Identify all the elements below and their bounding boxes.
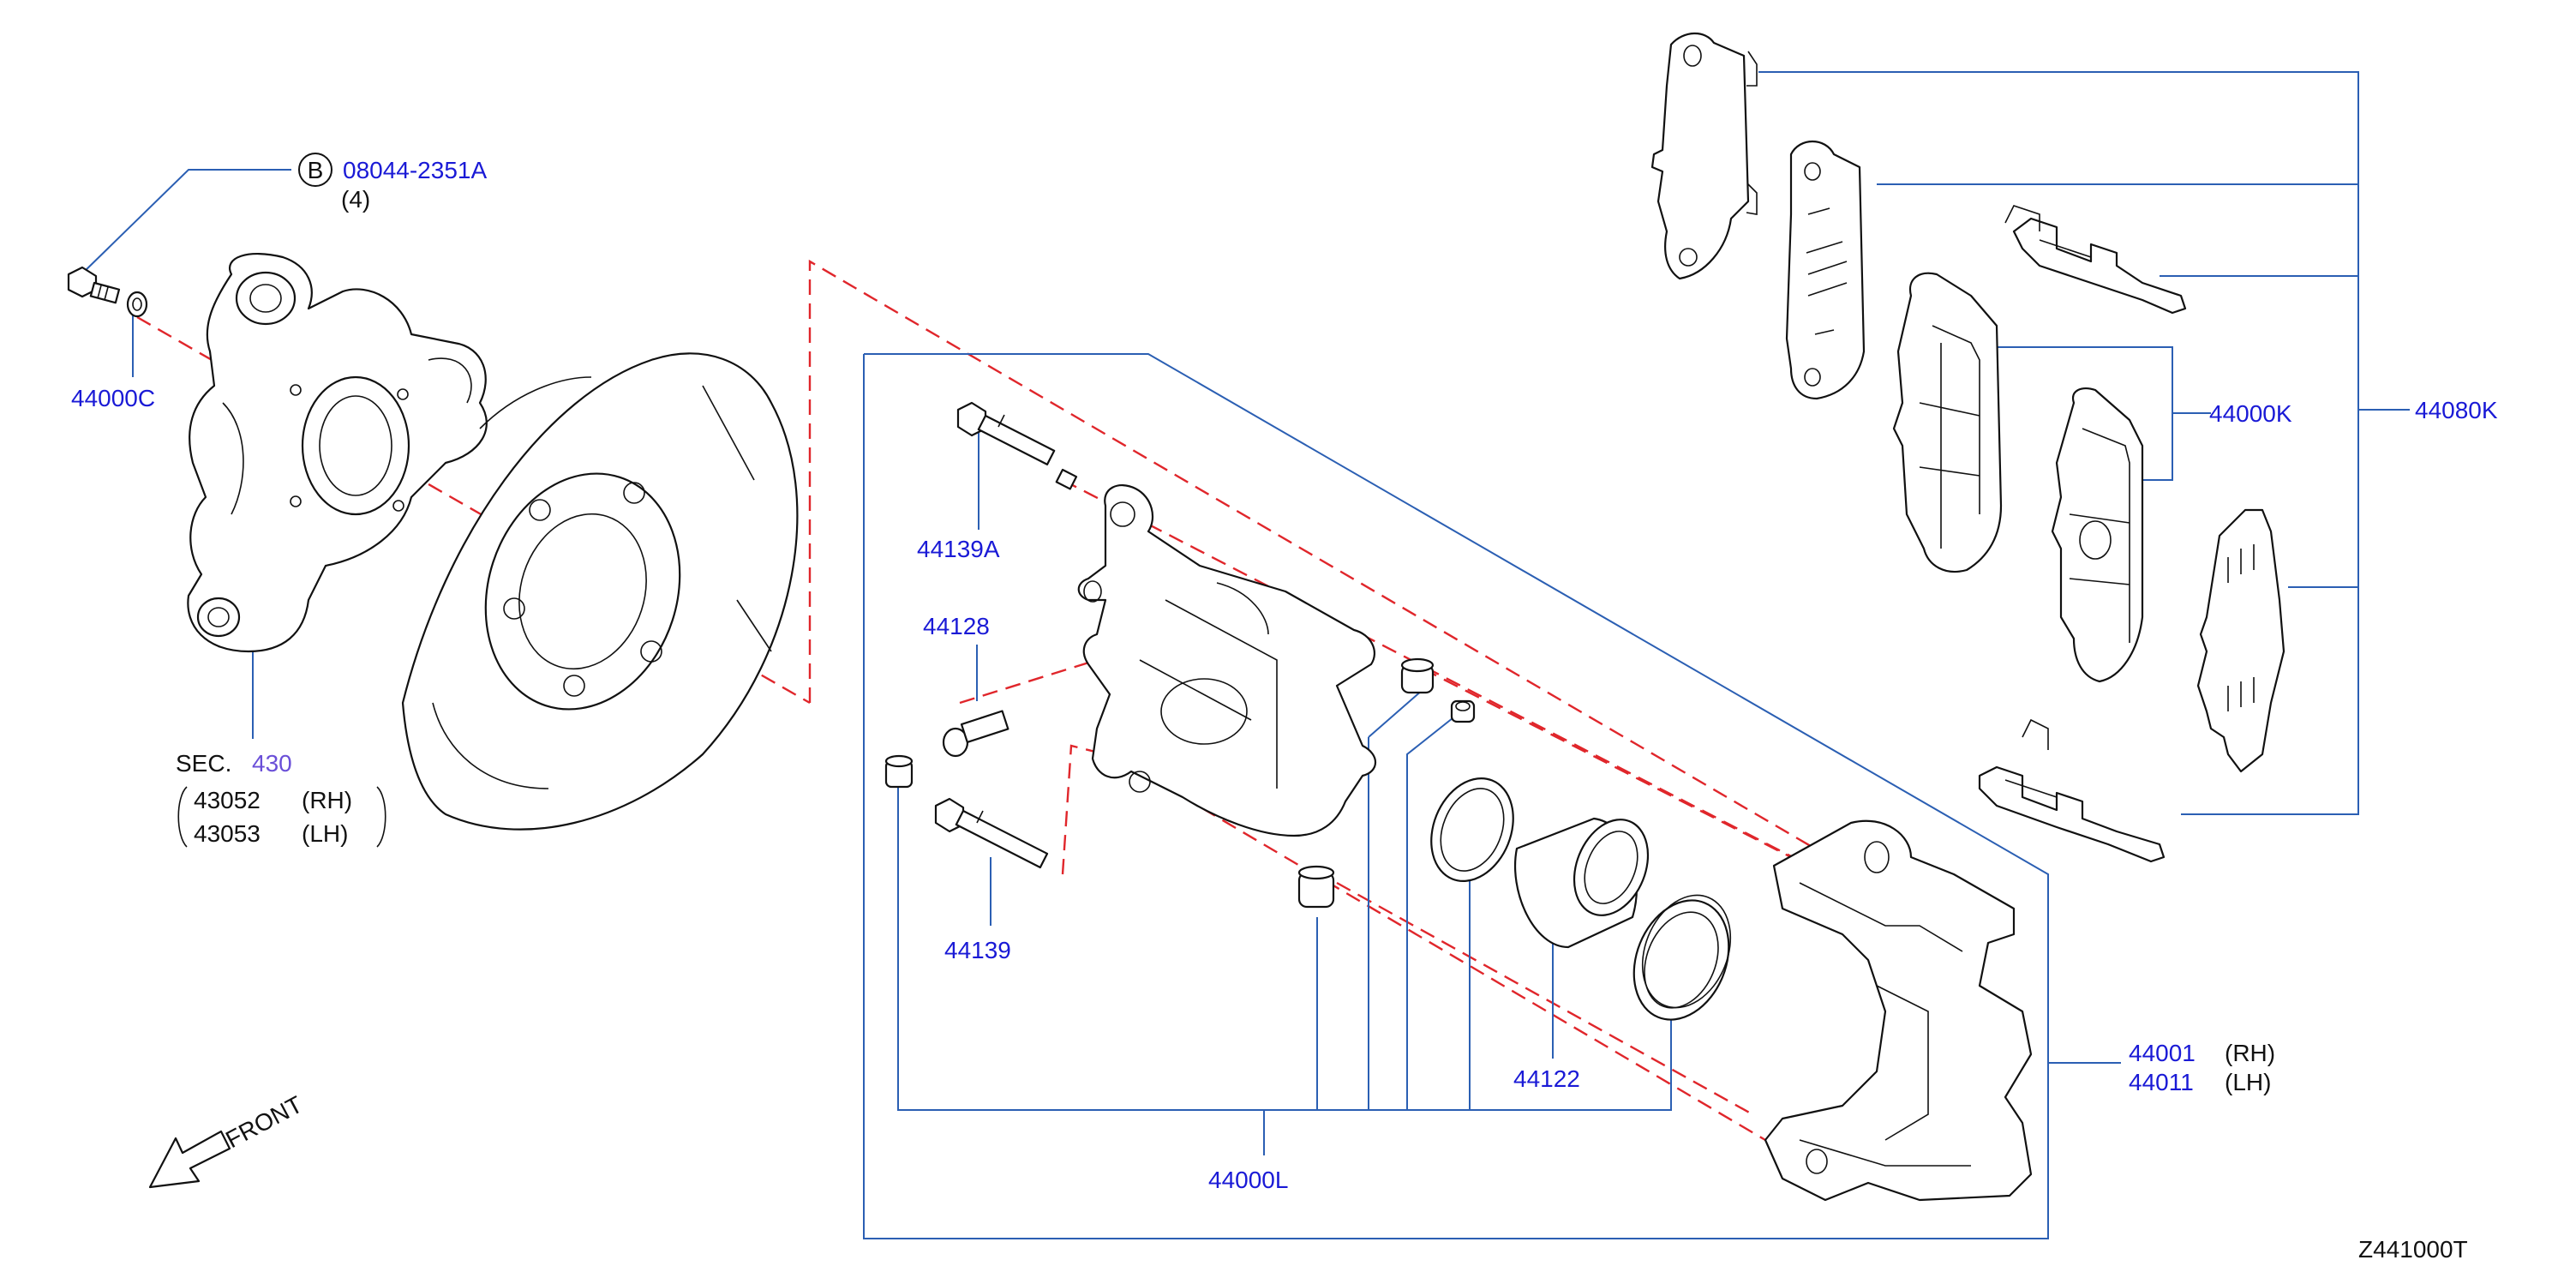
caliper-bracket[interactable] [1764,819,2033,1202]
caliper-rh-number[interactable]: 44001 [2129,1040,2196,1066]
sec-number[interactable]: 430 [252,750,292,777]
knuckle-rh-label: (RH) [302,787,352,813]
pad-clip-lower[interactable] [1978,718,2166,863]
pin-boot[interactable] [942,710,1009,758]
dust-shield[interactable] [401,352,799,831]
pad-kit-part-number[interactable]: 44000K [2209,400,2292,427]
brake-pad-outer[interactable] [1892,272,2003,573]
outer-shim[interactable] [1650,32,1758,280]
assembly-dashed-lines [136,259,1843,1142]
front-label: FRONT [221,1091,307,1154]
circled-letter-icon [298,153,332,187]
washer[interactable] [126,291,148,318]
bolt-callout[interactable]: B 08044-2351A (4) [298,153,487,213]
pad-clip-upper[interactable] [2004,205,2187,315]
piston-seal[interactable] [1417,766,1528,894]
caliper-lh-label: (LH) [2225,1069,2271,1095]
leader-lines [81,71,2410,1239]
bleeder-cap[interactable] [884,754,914,789]
guide-pin-upper[interactable] [956,401,1078,490]
guide-boot-lower[interactable] [1297,865,1335,909]
knuckle-rh-number: 43052 [194,787,261,813]
hardware-kit-part-number[interactable]: 44080K [2415,397,2498,423]
knuckle-lh-number: 43053 [194,820,261,847]
steering-knuckle[interactable] [187,253,488,653]
knuckle-lh-label: (LH) [302,820,348,847]
front-arrow-icon [148,1130,231,1189]
piston-part-number[interactable]: 44122 [1513,1065,1580,1092]
washer-part-number[interactable]: 44000C [71,385,155,411]
guide-boot-upper[interactable] [1400,657,1435,694]
piston-boot[interactable] [1617,882,1746,1034]
caliper-lh-number[interactable]: 44011 [2129,1069,2194,1095]
inner-shim[interactable] [1785,141,1866,400]
caliper-rh-label: (RH) [2225,1040,2275,1066]
seal-kit-part-number[interactable]: 44000L [1208,1167,1288,1193]
sec-label: SEC. [176,750,231,777]
anti-rattle-spring[interactable] [2196,508,2285,773]
guide-sleeve[interactable] [1450,699,1476,723]
caliper-callout: 44001 (RH) 44011 (LH) [2129,1040,2275,1095]
bolt-part-number[interactable]: 08044-2351A [343,157,487,183]
mounting-bolt[interactable] [67,266,121,304]
guide-pin-lower[interactable] [934,797,1049,869]
guide-pin-upper-part-number[interactable]: 44139A [917,536,1000,562]
knuckle-callout: SEC. 430 43052 (RH) 43053 (LH) [176,750,386,848]
pin-boot-part-number[interactable]: 44128 [923,613,990,639]
brake-pad-inner[interactable] [2051,387,2144,683]
caliper-housing[interactable] [1077,484,1377,837]
diagram-code: Z441000T [2358,1236,2468,1263]
circled-letter: B [308,157,324,183]
guide-pin-lower-part-number[interactable]: 44139 [944,937,1011,963]
piston[interactable] [1514,808,1662,949]
bolt-quantity: (4) [341,186,370,213]
